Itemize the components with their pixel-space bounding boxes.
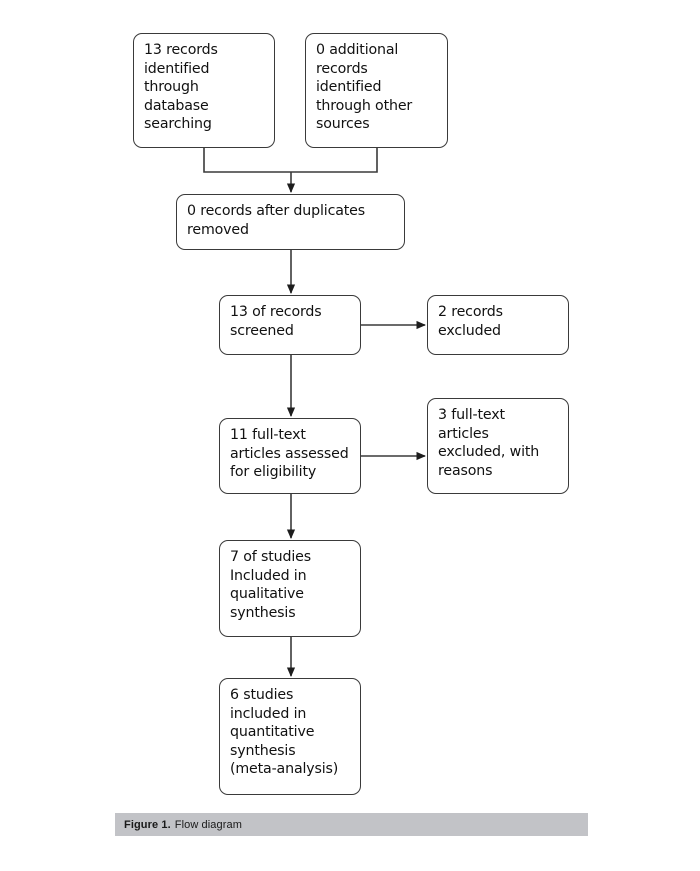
- node-records-excluded: 2 records excluded: [427, 295, 569, 355]
- node-records-identified-database: 13 records identified through database s…: [133, 33, 275, 148]
- node-fulltext-articles-excluded: 3 full-text articles excluded, with reas…: [427, 398, 569, 494]
- figure-caption-bar: Figure 1. Flow diagram: [115, 813, 588, 836]
- figure-caption-label: Figure 1.: [124, 818, 171, 831]
- node-records-after-duplicates-removed: 0 records after duplicates removed: [176, 194, 405, 250]
- node-records-identified-other-sources: 0 additional records identified through …: [305, 33, 448, 148]
- node-studies-qualitative-synthesis: 7 of studies Included in qualitative syn…: [219, 540, 361, 637]
- node-records-screened: 13 of records screened: [219, 295, 361, 355]
- connector-other-to-dedup: [291, 148, 378, 173]
- figure-caption-text: Flow diagram: [174, 818, 242, 831]
- connector-db-to-dedup: [203, 148, 291, 173]
- node-fulltext-articles-assessed: 11 full-text articles assessed for eligi…: [219, 418, 361, 494]
- node-studies-quantitative-synthesis: 6 studies included in quantitative synth…: [219, 678, 361, 795]
